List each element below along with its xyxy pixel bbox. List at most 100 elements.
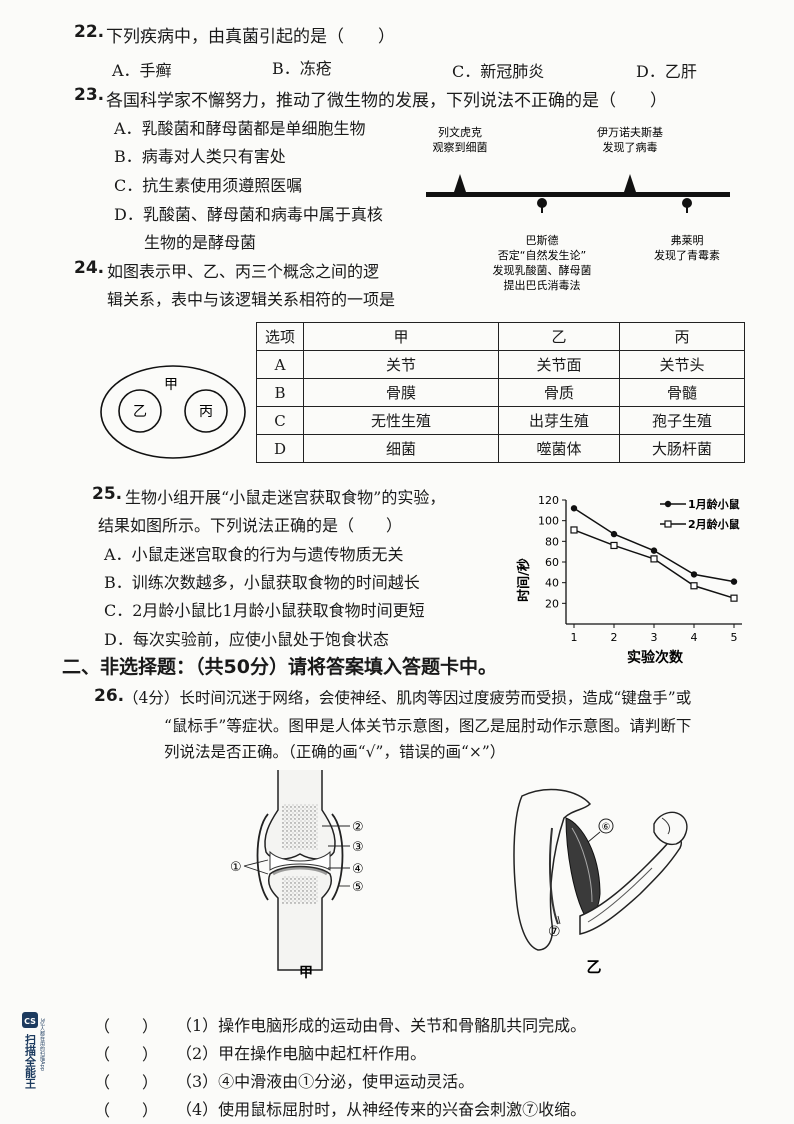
- q24-number: 24.: [74, 258, 105, 278]
- timeline-ivanovsky-name: 伊万诺夫斯基: [597, 126, 663, 139]
- chart-x-tick-label: 4: [691, 631, 698, 644]
- q23-stem: 各国科学家不懈努力，推动了微生物的发展，下列说法不正确的是（ ）: [106, 91, 667, 111]
- joint-label-2: ②: [352, 820, 364, 835]
- table-cell: 关节: [303, 350, 499, 379]
- q25-option-c: C．2月龄小鼠比1月龄小鼠获取食物时间更短: [104, 601, 425, 620]
- q22-option-d: D．乙肝: [636, 62, 697, 81]
- venn-right-circle: [184, 389, 228, 433]
- table-cell: C: [256, 406, 304, 435]
- table-row: D 细菌 噬菌体 大肠杆菌: [256, 434, 745, 463]
- statement-3-bracket[interactable]: （ ）: [94, 1073, 159, 1092]
- table-cell: 关节头: [619, 350, 745, 379]
- scanner-watermark: CS 扫描全能王 3亿人都在用的扫描App: [22, 1012, 45, 1090]
- table-header: 丙: [619, 322, 745, 351]
- chart-y-tick-label: 20: [545, 597, 559, 610]
- chart-y-tick-label: 40: [545, 577, 559, 590]
- data-point: [690, 582, 698, 590]
- joint-diagram: ① ② ③ ④ ⑤ 甲: [230, 770, 364, 981]
- q26-stem-line2: “鼠标手”等症状。图甲是人体关节示意图，图乙是屈肘动作示意图。请判断下: [164, 717, 692, 735]
- chart-y-tick-label: 120: [538, 494, 559, 507]
- table-cell: 骨膜: [303, 378, 499, 407]
- table-cell: 关节面: [498, 350, 620, 379]
- timeline-ivanovsky-event: 发现了病毒: [603, 140, 658, 154]
- table-cell: 骨髓: [619, 378, 745, 407]
- q25-stem-line1: 生物小组开展“小鼠走迷宫获取食物”的实验，: [125, 488, 446, 507]
- arm-label-7: ⑦: [548, 924, 561, 940]
- table-cell: 大肠杆菌: [619, 434, 745, 463]
- q25-option-b: B．训练次数越多，小鼠获取食物的时间越长: [104, 573, 420, 592]
- q23-option-a: A．乳酸菌和酵母菌都是单细胞生物: [114, 119, 366, 138]
- timeline-leeuwenhoek-event: 观察到细菌: [433, 140, 488, 154]
- legend-label: 2月龄小鼠: [688, 517, 740, 531]
- statement-2-text: （2）甲在操作电脑中起杠杆作用。: [176, 1044, 427, 1063]
- q23-option-c: C．抗生素使用须遵照医嘱: [114, 176, 303, 195]
- data-point: [610, 541, 618, 550]
- venn-left-circle: [118, 389, 162, 433]
- q26-stem-line1: （4分）长时间沉迷于网络，会使神经、肌肉等因过度疲劳而受损，造成“键盘手”或: [123, 689, 692, 707]
- statement-3-text: （3）④中滑液由①分泌，使甲运动灵活。: [176, 1072, 475, 1091]
- table-cell: 出芽生殖: [498, 406, 620, 435]
- data-point: [650, 547, 658, 554]
- timeline-pasteur-name: 巴斯德: [526, 233, 559, 247]
- venn-outer-label: 甲: [164, 377, 178, 393]
- scanner-logo-icon: [22, 1012, 38, 1028]
- q26-stem-line3: 列说法是否正确。（正确的画“√”，错误的画“×”）: [164, 743, 506, 761]
- q22-number: 22.: [74, 22, 105, 42]
- q22-option-c: C．新冠肺炎: [452, 62, 545, 81]
- timeline-bar: [426, 192, 730, 197]
- table-header: 甲: [303, 322, 499, 351]
- q24-stem-line1: 如图表示甲、乙、丙三个概念之间的逻: [107, 262, 380, 281]
- venn-diagram: 甲 乙 丙: [100, 365, 246, 459]
- joint-label-4: ④: [352, 862, 364, 877]
- timeline-fleming-name: 弗莱明: [671, 233, 704, 247]
- statement-1-text: （1）操作电脑形成的运动由骨、关节和骨骼肌共同完成。: [176, 1016, 587, 1035]
- q23-option-d-cont: 生物的是酵母菌: [144, 233, 257, 252]
- statement-1-bracket[interactable]: （ ）: [94, 1017, 159, 1036]
- q23-option-d: D．乳酸菌、酵母菌和病毒中属于真核: [114, 205, 383, 224]
- q23-number: 23.: [74, 85, 105, 105]
- table-cell: 无性生殖: [303, 406, 499, 435]
- q25-number: 25.: [92, 484, 123, 504]
- statement-4-text: （4）使用鼠标屈肘时，从神经传来的兴奋会刺激⑦收缩。: [176, 1100, 587, 1119]
- timeline-marker-down-1: [537, 198, 547, 208]
- chart-x-tick-label: 5: [731, 631, 738, 644]
- q24-options-table: 选项 甲 乙 丙 A 关节 关节面 关节头 B 骨膜 骨质 骨髓 C 无性生殖 …: [256, 322, 745, 463]
- q25-option-a: A．小鼠走迷宫取食的行为与遗传物质无关: [104, 545, 404, 564]
- section-2-title: 二、非选择题：（共50分）请将答案填入答题卡中。: [62, 656, 497, 678]
- statement-4-bracket[interactable]: （ ）: [94, 1101, 159, 1120]
- joint-label-3: ③: [352, 840, 364, 855]
- table-cell: 噬菌体: [498, 434, 620, 463]
- table-row: B 骨膜 骨质 骨髓: [256, 378, 745, 407]
- legend-marker: [664, 500, 672, 508]
- table-cell: D: [256, 434, 304, 463]
- arm-label-6: ⑥: [602, 822, 611, 833]
- timeline-leeuwenhoek-name: 列文虎克: [438, 125, 482, 139]
- timeline-pasteur-event-2: 发现乳酸菌、酵母菌: [493, 263, 592, 277]
- table-cell: 孢子生殖: [619, 406, 745, 435]
- venn-right-label: 丙: [199, 404, 213, 420]
- data-point: [610, 530, 618, 538]
- table-header-row: 选项 甲 乙 丙: [256, 322, 745, 351]
- series-line-2: [573, 529, 735, 599]
- table-cell: B: [256, 378, 304, 407]
- q25-stem-line2: 结果如图所示。下列说法正确的是（ ）: [98, 516, 403, 535]
- chart-y-tick-label: 100: [538, 515, 559, 528]
- data-point: [570, 526, 578, 534]
- q22-option-a: A．手癣: [112, 61, 172, 80]
- q22-option-b: B．冻疮: [272, 59, 332, 78]
- q26-number: 26.: [94, 686, 125, 706]
- legend-label: 1月龄小鼠: [688, 497, 740, 511]
- table-cell: 细菌: [303, 434, 499, 463]
- microbiology-timeline: 列文虎克 观察到细菌 伊万诺夫斯基 发现了病毒 巴斯德 否定“自然发生论” 发现…: [426, 125, 730, 292]
- timeline-fleming-event: 发现了青霉素: [654, 248, 720, 262]
- joint-label-1: ①: [230, 860, 242, 875]
- figure-b-caption: 乙: [586, 958, 601, 976]
- venn-left-label: 乙: [133, 404, 147, 420]
- timeline-pasteur-event-1: 否定“自然发生论”: [498, 248, 586, 262]
- timeline-marker-up-2: [624, 174, 636, 192]
- statement-2-bracket[interactable]: （ ）: [94, 1045, 159, 1064]
- chart-ylabel: 时间/秒: [516, 558, 532, 602]
- data-point: [730, 594, 738, 602]
- svg-text:CS: CS: [24, 1017, 36, 1026]
